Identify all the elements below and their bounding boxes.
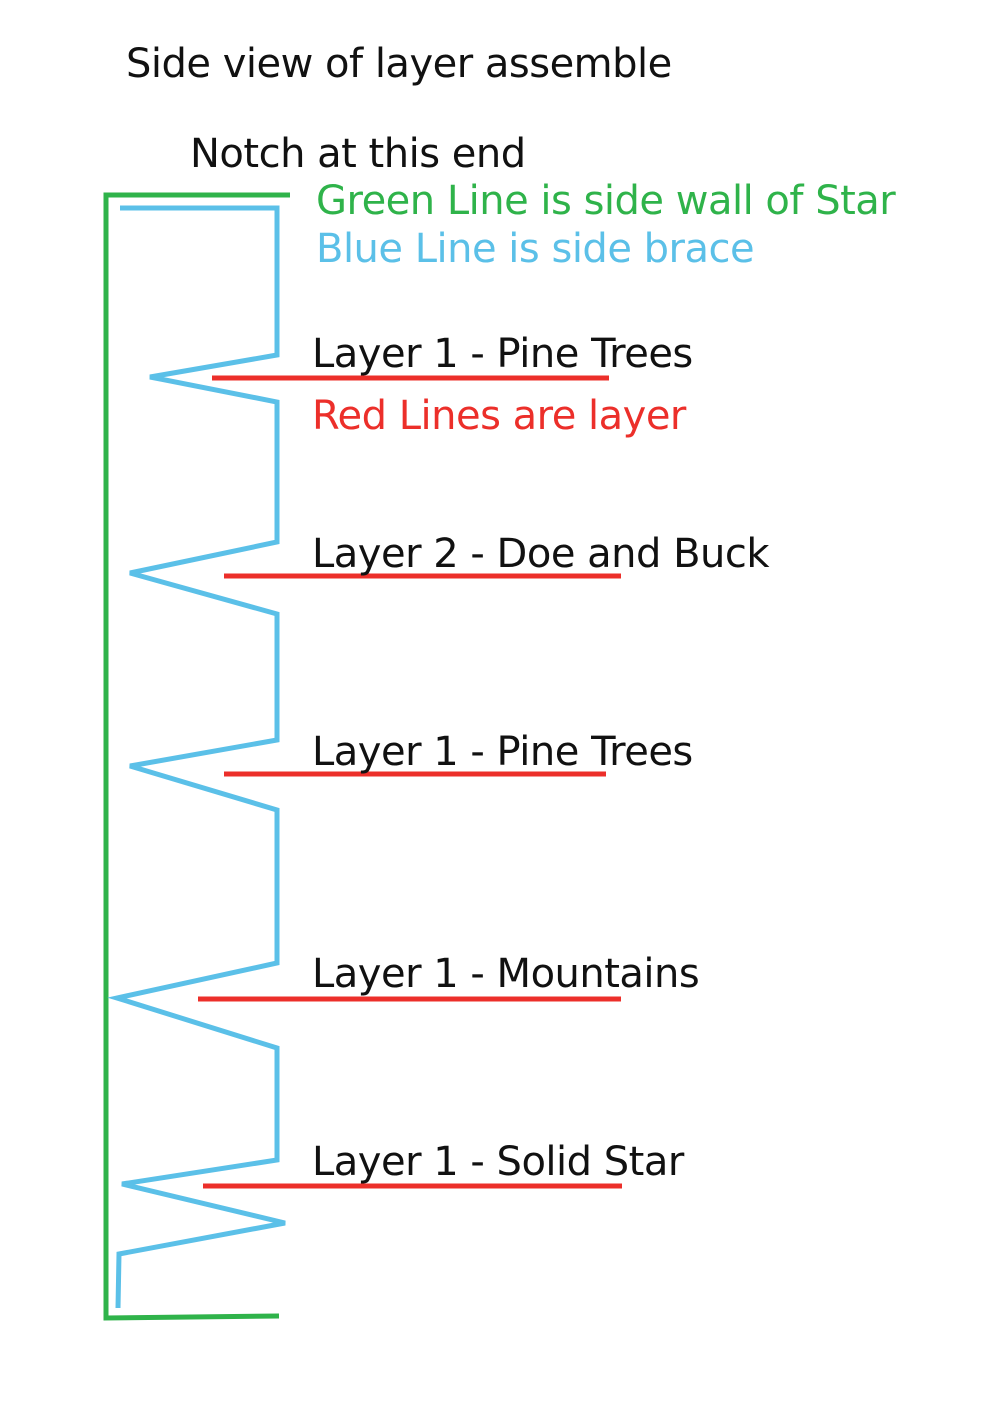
notch-label: Notch at this end (190, 131, 526, 177)
layer-label-4: Layer 1 - Mountains (312, 951, 700, 997)
layer-label-3: Layer 1 - Pine Trees (312, 729, 693, 775)
legend-blue: Blue Line is side brace (316, 226, 755, 272)
layer-label-2: Layer 2 - Doe and Buck (312, 531, 770, 577)
side-wall-line (103, 192, 290, 1321)
side-brace-line (107, 205, 286, 1309)
diagram-title: Side view of layer assemble (126, 41, 672, 87)
legend-green: Green Line is side wall of Star (316, 178, 896, 224)
layer-label-1: Layer 1 - Pine Trees (312, 331, 693, 377)
layer-label-5: Layer 1 - Solid Star (312, 1139, 684, 1185)
legend-red: Red Lines are layer (312, 393, 686, 439)
